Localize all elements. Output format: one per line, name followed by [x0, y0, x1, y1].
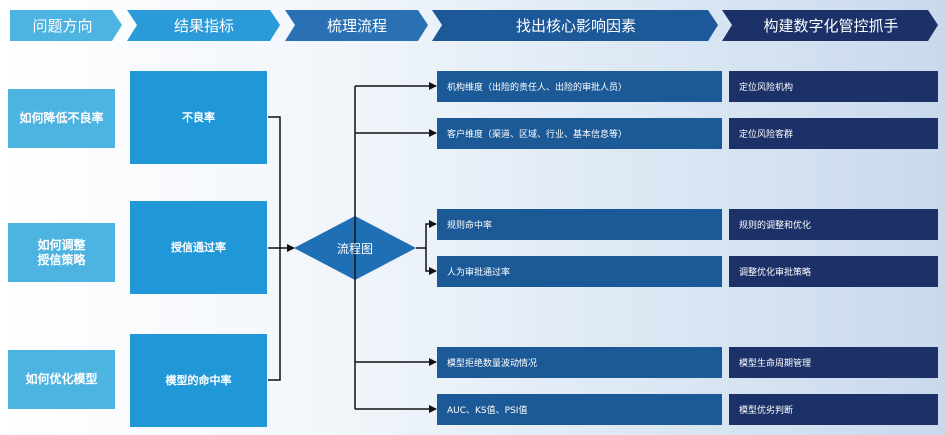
- factor-box-1: 机构维度（出险的责任人、出险的审批人员）: [437, 71, 722, 102]
- action-box-2: 定位风险客群: [729, 118, 938, 149]
- result-box-2: 授信通过率: [130, 201, 267, 294]
- action-box-4: 调整优化审批策略: [729, 256, 938, 287]
- result-box-3: 模型的命中率: [130, 334, 267, 427]
- step-arrow-2: [127, 10, 280, 41]
- step-arrow-1: [10, 10, 122, 41]
- factor-box-6: AUC、KS值、PSI值: [437, 394, 722, 425]
- factor-box-5: 模型拒绝数量波动情况: [437, 347, 722, 378]
- action-box-3: 规则的调整和优化: [729, 209, 938, 240]
- flow-diamond-label: 流程图: [336, 241, 373, 256]
- step-arrow-5: [722, 10, 938, 41]
- result-box-1: 不良率: [130, 71, 267, 164]
- step-label-3: 梳理流程: [326, 17, 387, 35]
- question-box-3: 如何优化模型: [8, 350, 115, 409]
- question-box-1: 如何降低不良率: [8, 89, 115, 148]
- header-arrows: [10, 10, 938, 41]
- connector-factor-4: [425, 248, 437, 275]
- connector-result-3: [268, 248, 281, 381]
- step-label-4: 找出核心影响因素: [515, 17, 636, 35]
- step-arrow-3: [285, 10, 428, 41]
- question-box-2: 如何调整 授信策略: [8, 223, 115, 282]
- factor-box-3: 规则命中率: [437, 209, 722, 240]
- action-box-5: 模型生命周期管理: [729, 347, 938, 378]
- connector-factor-3: [416, 220, 437, 249]
- step-arrow-4: [432, 10, 718, 41]
- action-box-6: 模型优劣判断: [729, 394, 938, 425]
- step-label-2: 结果指标: [173, 17, 234, 35]
- action-box-1: 定位风险机构: [729, 71, 938, 102]
- step-label-1: 问题方向: [32, 17, 93, 35]
- factor-box-2: 客户维度（渠道、区域、行业、基本信息等）: [437, 118, 722, 149]
- connector-result-1: [268, 116, 281, 248]
- factor-box-4: 人为审批通过率: [437, 256, 722, 287]
- step-label-5: 构建数字化管控抓手: [763, 17, 899, 35]
